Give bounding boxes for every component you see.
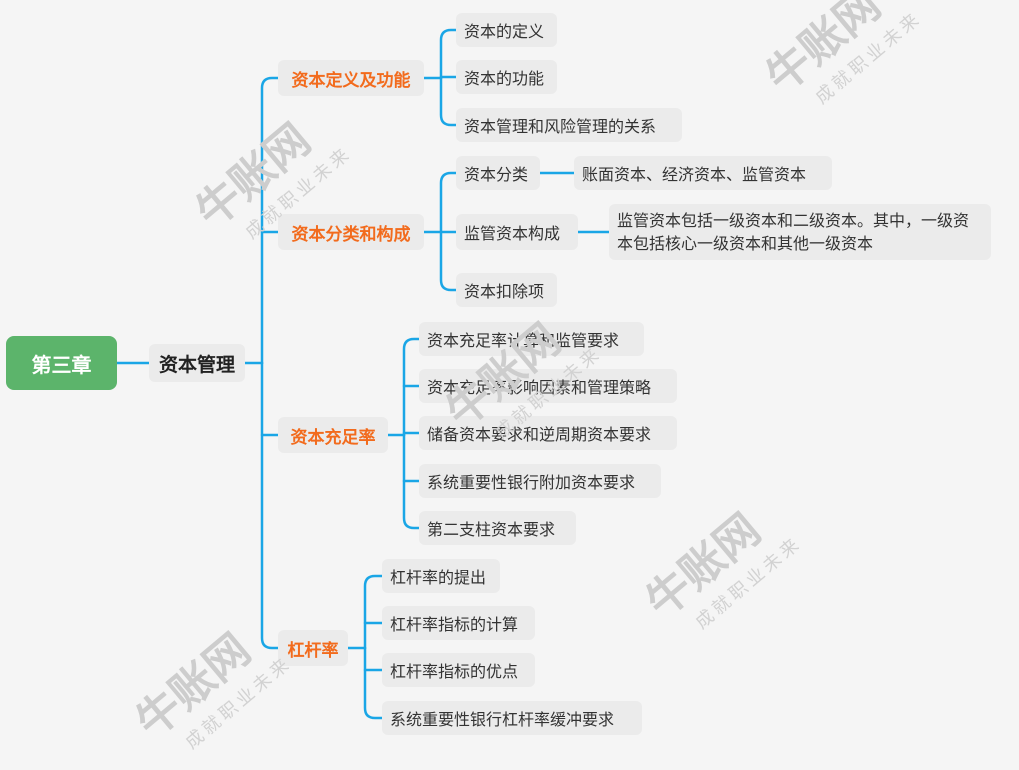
connector-lines [115, 28, 611, 720]
connector-line [439, 76, 458, 127]
leaf-node-definition[interactable]: 资本的定义 [456, 13, 557, 47]
detail-node-regulatory-composition[interactable]: 监管资本包括一级资本和二级资本。其中，一级资本包括核心一级资本和其他一级资本 [609, 204, 991, 260]
leaf-node-adequacy-calc[interactable]: 资本充足率计算和监管要求 [419, 322, 644, 356]
branch-node-classification[interactable]: 资本分类和构成 [278, 214, 424, 250]
leaf-node-leverage-advantages[interactable]: 杠杆率指标的优点 [382, 653, 535, 687]
leaf-node-deductions[interactable]: 资本扣除项 [456, 273, 557, 307]
connector-line [439, 28, 458, 80]
leaf-node-regulatory-composition[interactable]: 监管资本构成 [456, 214, 578, 250]
topic-node-capital-management[interactable]: 资本管理 [149, 344, 245, 382]
leaf-node-pillar-two[interactable]: 第二支柱资本要求 [419, 511, 576, 545]
connector-line [260, 361, 280, 650]
detail-node-classification-types[interactable]: 账面资本、经济资本、监管资本 [574, 156, 832, 190]
connector-line [402, 433, 421, 530]
connector-line [439, 171, 458, 234]
leaf-node-systemic-surcharge[interactable]: 系统重要性银行附加资本要求 [419, 464, 661, 498]
connector-line [260, 76, 280, 365]
branch-node-definition[interactable]: 资本定义及功能 [278, 60, 424, 96]
leaf-node-classification[interactable]: 资本分类 [456, 156, 540, 190]
leaf-node-risk-relation[interactable]: 资本管理和风险管理的关系 [456, 108, 682, 142]
leaf-node-adequacy-factors[interactable]: 资本充足率影响因素和管理策略 [419, 369, 677, 403]
root-node-chapter[interactable]: 第三章 [6, 336, 117, 390]
leaf-node-leverage-calc[interactable]: 杠杆率指标的计算 [382, 606, 535, 640]
leaf-node-reserve-countercyclical[interactable]: 储备资本要求和逆周期资本要求 [419, 416, 677, 450]
connector-line [439, 230, 458, 292]
connector-line [363, 574, 384, 650]
leaf-node-leverage-origin[interactable]: 杠杆率的提出 [382, 559, 500, 593]
leaf-node-function[interactable]: 资本的功能 [456, 60, 557, 94]
branch-node-adequacy-ratio[interactable]: 资本充足率 [278, 417, 388, 453]
mindmap-canvas: 第三章 资本管理 资本定义及功能 资本的定义 资本的功能 资本管理和风险管理的关… [6, 0, 991, 754]
connector-line [402, 337, 421, 437]
leaf-node-leverage-buffer[interactable]: 系统重要性银行杠杆率缓冲要求 [382, 701, 642, 735]
branch-node-leverage[interactable]: 杠杆率 [278, 630, 348, 666]
connector-line [363, 646, 384, 720]
